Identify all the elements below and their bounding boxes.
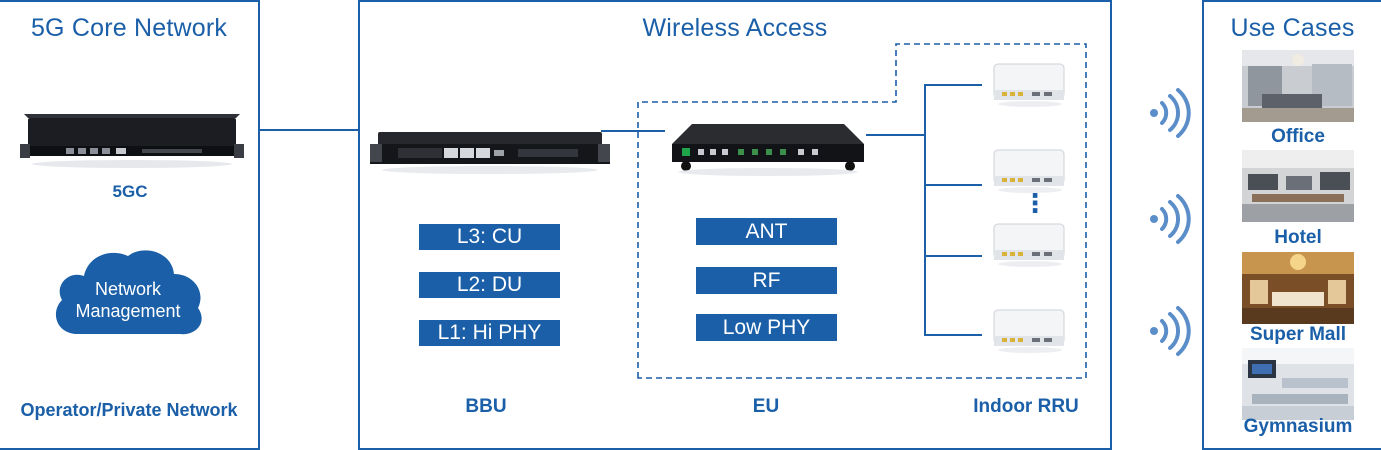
core-bbu-link [258, 129, 360, 131]
indoor-rru-icon [993, 223, 1065, 267]
core-network-panel: 5G Core Network 5GC Network Management O… [0, 0, 260, 450]
wireless-signal-icon [1150, 194, 1191, 244]
bbu-layer-du: L2: DU [419, 272, 560, 298]
indoor-rru-icon [993, 149, 1065, 193]
eu-label: EU [752, 396, 780, 417]
cloud-label-line1: Network [94, 279, 161, 299]
cloud-label-line2: Management [75, 301, 181, 321]
rru-ellipsis: ⋮ [1022, 190, 1048, 216]
bbu-server-icon [370, 132, 610, 174]
bbu-eu-link [601, 130, 665, 132]
bbu-layer-cu: L3: CU [419, 224, 560, 250]
wireless-access-title: Wireless Access [642, 14, 828, 42]
rru-bus-vertical [924, 84, 926, 336]
bbu-label: BBU [465, 396, 507, 417]
indoor-rru-label: Indoor RRU [973, 396, 1079, 417]
5gc-label: 5GC [112, 182, 148, 201]
rru-branch-4 [924, 334, 982, 336]
office-photo [1242, 50, 1354, 122]
rru-branch-3 [924, 255, 982, 257]
indoor-rru-icon [993, 309, 1065, 353]
eu-layer-ant: ANT [696, 218, 837, 245]
eu-device-icon [672, 124, 864, 176]
eu-rru-link [866, 134, 926, 136]
use-case-office: Office [1271, 126, 1325, 147]
cloud-icon [55, 250, 202, 335]
wireless-signal-icon [1150, 88, 1191, 138]
eu-layer-low-phy: Low PHY [696, 314, 837, 341]
gymnasium-photo [1242, 348, 1354, 420]
eu-layer-rf: RF [696, 267, 837, 294]
cloud-label: Network Management [48, 278, 208, 322]
5gc-server-icon [20, 114, 244, 168]
use-cases-title: Use Cases [1230, 14, 1355, 42]
core-network-title: 5G Core Network [30, 14, 228, 42]
wireless-signal-icon [1150, 306, 1191, 356]
hotel-photo [1242, 150, 1354, 222]
super-mall-photo [1242, 252, 1354, 324]
use-case-super-mall: Super Mall [1249, 324, 1347, 345]
rru-branch-1 [924, 84, 982, 86]
bbu-layer-hi-phy: L1: Hi PHY [419, 320, 560, 346]
indoor-rru-icon [993, 63, 1065, 107]
use-case-hotel: Hotel [1274, 227, 1322, 248]
rru-branch-2 [924, 184, 982, 186]
operator-network-label: Operator/Private Network [20, 400, 238, 420]
use-case-gymnasium: Gymnasium [1243, 416, 1353, 437]
